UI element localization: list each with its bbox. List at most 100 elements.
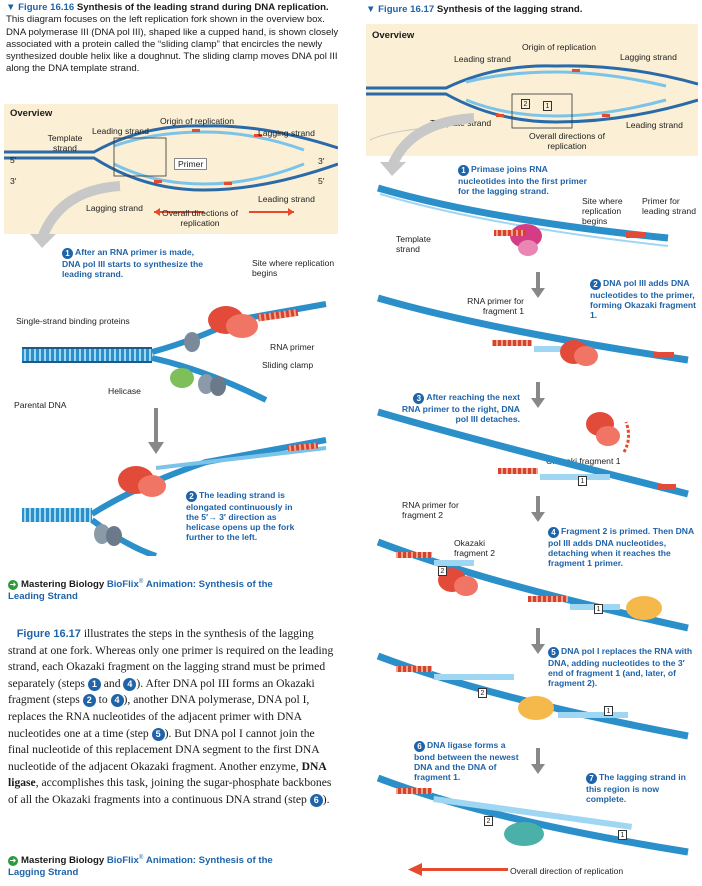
fig1617-frag1-box-b: 1 [594,604,603,614]
body-text-3: ), another DNA polymerase, DNA pol I, re… [8,693,310,740]
fig1616-diagram-1 [22,301,327,403]
body-text-and: and [103,676,121,690]
fig1617-frag1-box-c: 1 [604,706,613,716]
fig1617-panel6-strand [376,774,689,856]
fig1617-okazaki1-label: Okazaki fragment 1 [546,456,621,466]
fig1617-step3-number: 3 [413,393,425,404]
fig1617-overview-box2: 2 [521,99,530,109]
fig1617-down-arrow-4 [531,628,545,654]
fig1616-helicase-label: Helicase [108,386,141,396]
body-paragraph: Figure 16.17 illustrates the steps in th… [8,626,334,809]
fig1617-overview-title: Overview [372,30,415,41]
fig1617-overall-arrow [408,863,508,876]
fig1617-zoom-arrow [380,113,475,176]
fig1616-step2-number: 2 [186,491,197,502]
fig1617-frag2-box-a: 2 [438,566,447,576]
fig1616-overview-5prime-right: 5′ [318,176,325,186]
fig1617-title: Synthesis of the lagging strand. [436,4,583,15]
fig1617-rna-primer-1: RNA primer for fragment 1 [467,296,524,316]
fig1616-site-label: Site where replication begins [252,258,335,278]
fig1616-overview-title: Overview [10,108,53,119]
step-ref-6: 6 [309,793,323,807]
fig1617-step4-number: 4 [548,527,559,538]
fig1617-overview-leading-right: Leading strand [626,120,683,130]
fig1617-step7-text: The lagging strand in this region is now… [586,772,686,804]
fig1616-overview-3prime-left: 3′ [10,176,17,186]
body-text-2: ). After DNA pol III forms an Okazaki fr… [8,676,315,707]
fig1617-primer-for-leading: Primer for leading strand [642,196,696,216]
fig1616-zoom-arrow [30,181,121,248]
fig1617-down-arrow-1 [531,272,545,298]
fig1617-template-label: Template strand [396,234,431,254]
fig1616-overview-origin: Origin of replication [160,116,235,126]
step-ref-4: 4 [123,677,137,691]
fig1617-panel5-strand [376,652,689,740]
body-text-4: ). But DNA pol I cannot join the final n… [8,726,320,773]
fig1616-caption: ▼ Figure 16.16 Synthesis of the leading … [6,2,346,76]
fig1617-down-arrow-5 [531,748,545,774]
fig1616-label: Figure 16.16 [18,2,75,13]
fig1617-overview-lagging: Lagging strand [620,52,677,62]
fig1617-step1-number: 1 [458,165,469,176]
step-ref-2: 2 [82,694,96,708]
fig1616-step2-text: The leading strand is elongated continuo… [186,490,295,542]
body-text-6: ). [322,792,330,806]
fig1617-frag2-box-b: 2 [478,688,487,698]
fig1617-overview-origin: Origin of replication [522,42,597,52]
body-animation-title: Animation: Synthesis of the Lagging Stra… [8,855,273,879]
fig1617-site-label: Site where replication begins [582,196,623,226]
fig1617-overview-diagram [366,64,698,141]
fig1616-text: This diagram focuses on the left replica… [6,14,339,75]
fig1617-caption: ▼ Figure 16.17 Synthesis of the lagging … [366,4,696,16]
fig1617-pol3-detached [586,412,631,453]
fig1616-step1-text: After an RNA primer is made, DNA pol III… [62,247,204,279]
fig1616-down-arrow [148,408,164,454]
fig1617-step6-number: 6 [414,741,425,752]
body-text-5: , accomplishes this task, joining the su… [8,776,332,806]
step-ref-1: 1 [87,677,101,691]
fig1617-step2-number: 2 [590,279,601,290]
fig1617-overall-label: Overall direction of replication [510,866,624,876]
fig1617-frag1-box-d: 1 [618,830,627,840]
fig1617-frag2-box-c: 2 [484,816,493,826]
step-ref-4b: 4 [110,694,124,708]
fig1616-diagram-2 [22,437,327,556]
fig1617-step6-text: DNA ligase forms a bond between the newe… [414,740,519,782]
fig1617-down-arrow-2 [531,382,545,408]
fig1616-overview-primer: Primer [174,158,208,170]
fig1616-ssb-label: Single-strand binding proteins [16,316,130,326]
fig1617-overview-overall: Overall directions of replication [529,131,605,151]
fig1616-clamp-label: Sliding clamp [262,360,314,370]
fig1616-reg-mark: ® [138,579,144,585]
fig1617-down-arrow-3 [531,496,545,522]
fig1616-rna-primer-label: RNA primer [270,342,315,352]
fig1616-overview-leading-right: Leading strand [258,194,315,204]
fig1616-mastering: Mastering Biology [21,579,105,591]
play-arrow-icon: ➜ [8,580,18,591]
body-bioflix: BioFlix [106,855,139,867]
fig1617-rna-primer-2: RNA primer for fragment 2 [402,500,459,520]
fig1617-step3-text: After reaching the next RNA primer to th… [401,392,520,424]
fig1617-step1-text: Primase joins RNA nucleotides into the f… [458,164,587,196]
fig1617-frag1-box-a: 1 [578,476,587,486]
step-ref-5: 5 [151,727,165,741]
fig1617-marker: ▼ [366,4,376,15]
fig1617-step5-text: DNA pol I replaces the RNA with DNA, add… [548,646,693,688]
fig1617-panel2-strand [377,294,689,366]
body-reg-mark: ® [138,855,144,861]
fig1616-marker: ▼ [6,2,16,13]
fig1616-step1-number: 1 [62,248,73,259]
body-mastering-link[interactable]: ➜Mastering Biology BioFlix® Animation: S… [8,852,308,880]
fig1616-mastering-link[interactable]: ➜Mastering Biology BioFlix® Animation: S… [8,576,308,604]
body-text-to: to [98,693,108,707]
fig1617-step7-number: 7 [586,773,597,784]
fig1617-okazaki2-label: Okazaki fragment 2 [454,538,496,558]
fig1617-reference[interactable]: Figure 16.17 [16,628,81,640]
fig1616-bioflix: BioFlix [106,579,139,591]
